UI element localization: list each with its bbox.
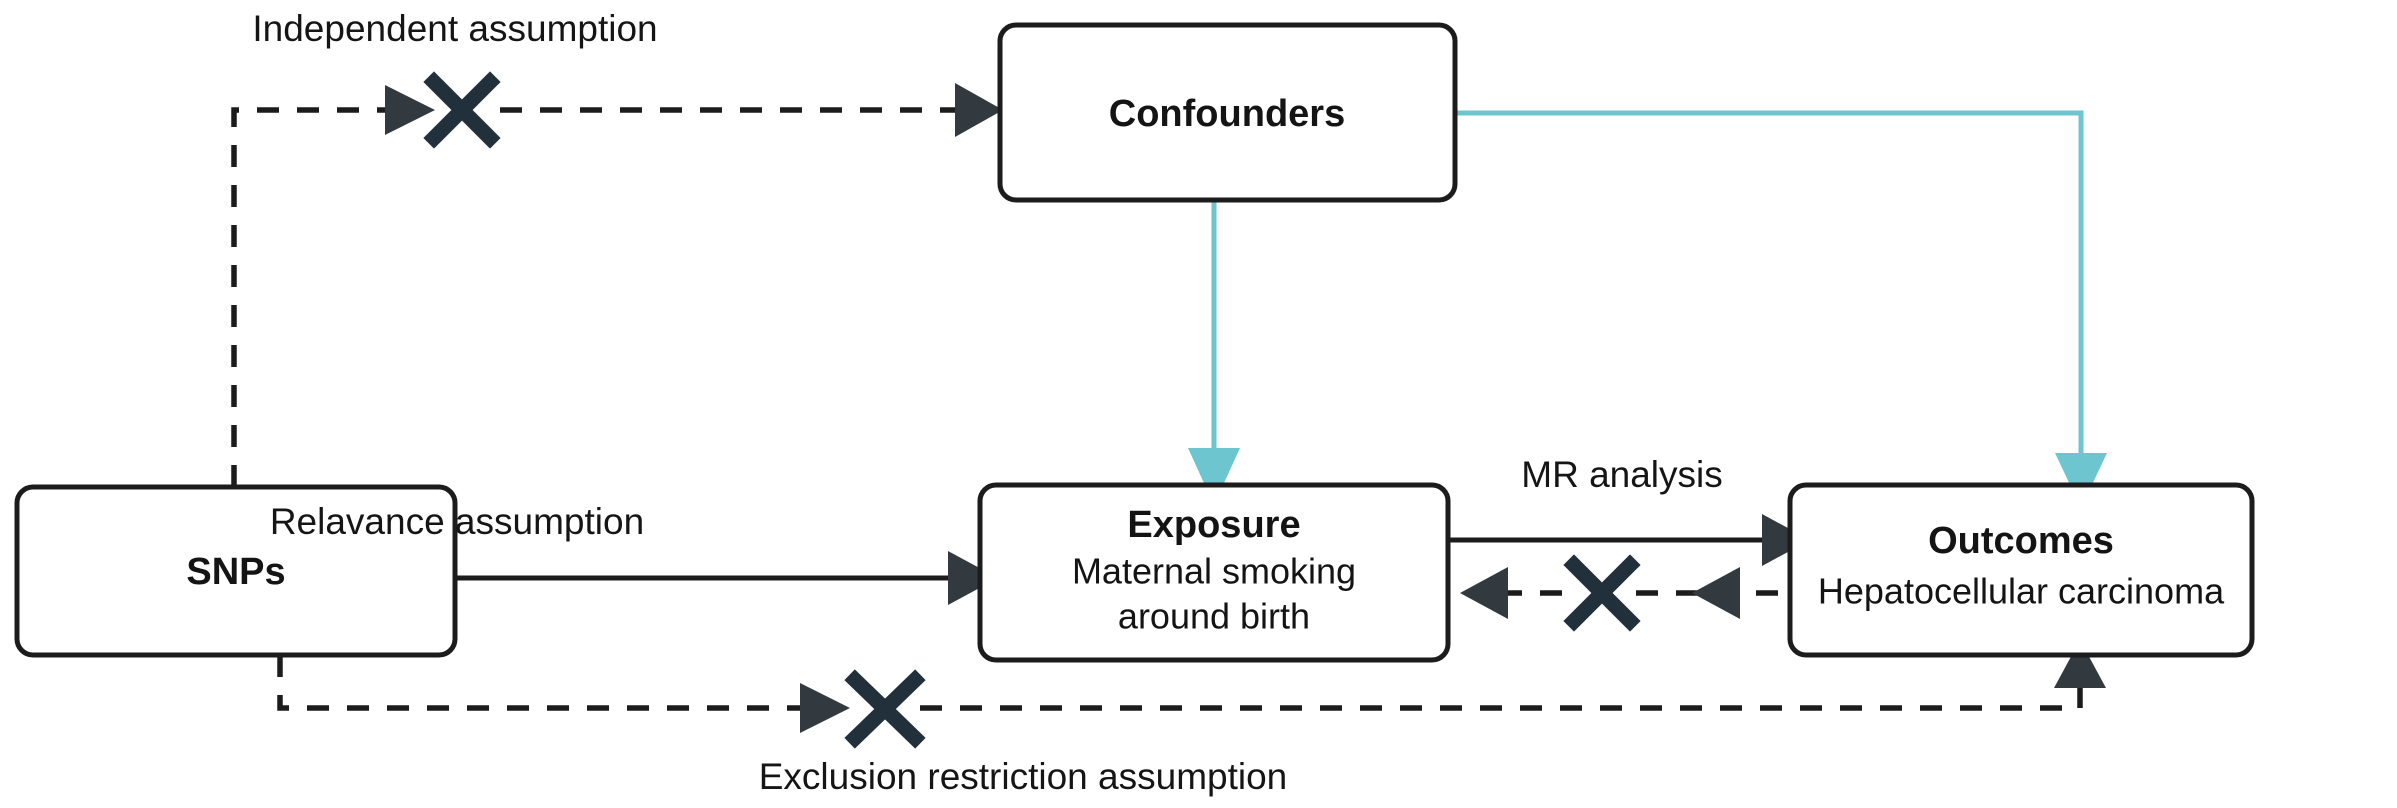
node-outcomes-box[interactable] [1787,482,2255,658]
node-confounders-box[interactable] [997,22,1458,203]
edge-exclusion-path-a [277,655,800,711]
edge-label-exclusion-restriction-assumption: Exclusion restriction assumption [759,756,1288,797]
node-snps[interactable]: SNPs [14,484,458,658]
node-snps-box[interactable] [14,484,458,658]
edge-label-mr-analysis: MR analysis [1521,454,1723,495]
arrowhead-icon [955,83,1003,137]
arrowhead-icon [2055,453,2107,508]
edge-outcomes-to-exposure-reverse [1460,554,1788,632]
arrowhead-icon [948,551,998,605]
node-outcomes-title: Outcomes [1928,520,2114,562]
arrowhead-icon [1692,567,1740,619]
x-mark-icon [844,669,926,749]
node-confounders-title: Confounders [1109,93,1345,135]
edge-snps-to-exposure [455,551,998,605]
node-snps-title: SNPs [186,551,285,593]
edge-confounders-to-exposure [1188,200,1240,505]
node-exposure-box[interactable] [977,482,1451,663]
node-confounders[interactable]: Confounders [997,22,1458,203]
node-exposure-subtitle-line2: around birth [1118,596,1310,637]
edge-label-independent-assumption: Independent assumption [252,8,657,49]
arrowhead-icon [1460,567,1508,619]
node-exposure-subtitle-line1: Maternal smoking [1072,551,1356,592]
arrowhead-icon [2054,640,2106,688]
node-outcomes-subtitle: Hepatocellular carcinoma [1818,571,2225,612]
node-outcomes[interactable]: Outcomes Hepatocellular carcinoma [1787,482,2255,658]
edge-label-relavance-assumption: Relavance assumption [270,501,644,542]
edge-snps-to-confounders [231,71,1003,487]
edge-snps-to-confounders-path-a [231,107,420,487]
arrowhead-icon [1188,448,1240,505]
edge-exclusion-path-b [920,672,2083,711]
arrowhead-icon [1762,514,1810,566]
arrowhead-icon [385,85,435,135]
edge-confounders-to-outcomes [1455,110,2107,508]
arrowhead-icon [800,683,850,733]
edge-snps-to-outcomes-direct [277,640,2106,749]
x-mark-icon [423,71,501,149]
edge-conf-outcomes-path [1455,110,2084,455]
edge-exposure-to-outcomes [1448,514,1810,566]
node-exposure-title: Exposure [1127,504,1300,546]
x-mark-icon [1563,554,1641,632]
node-exposure[interactable]: Exposure Maternal smoking around birth [977,482,1451,663]
